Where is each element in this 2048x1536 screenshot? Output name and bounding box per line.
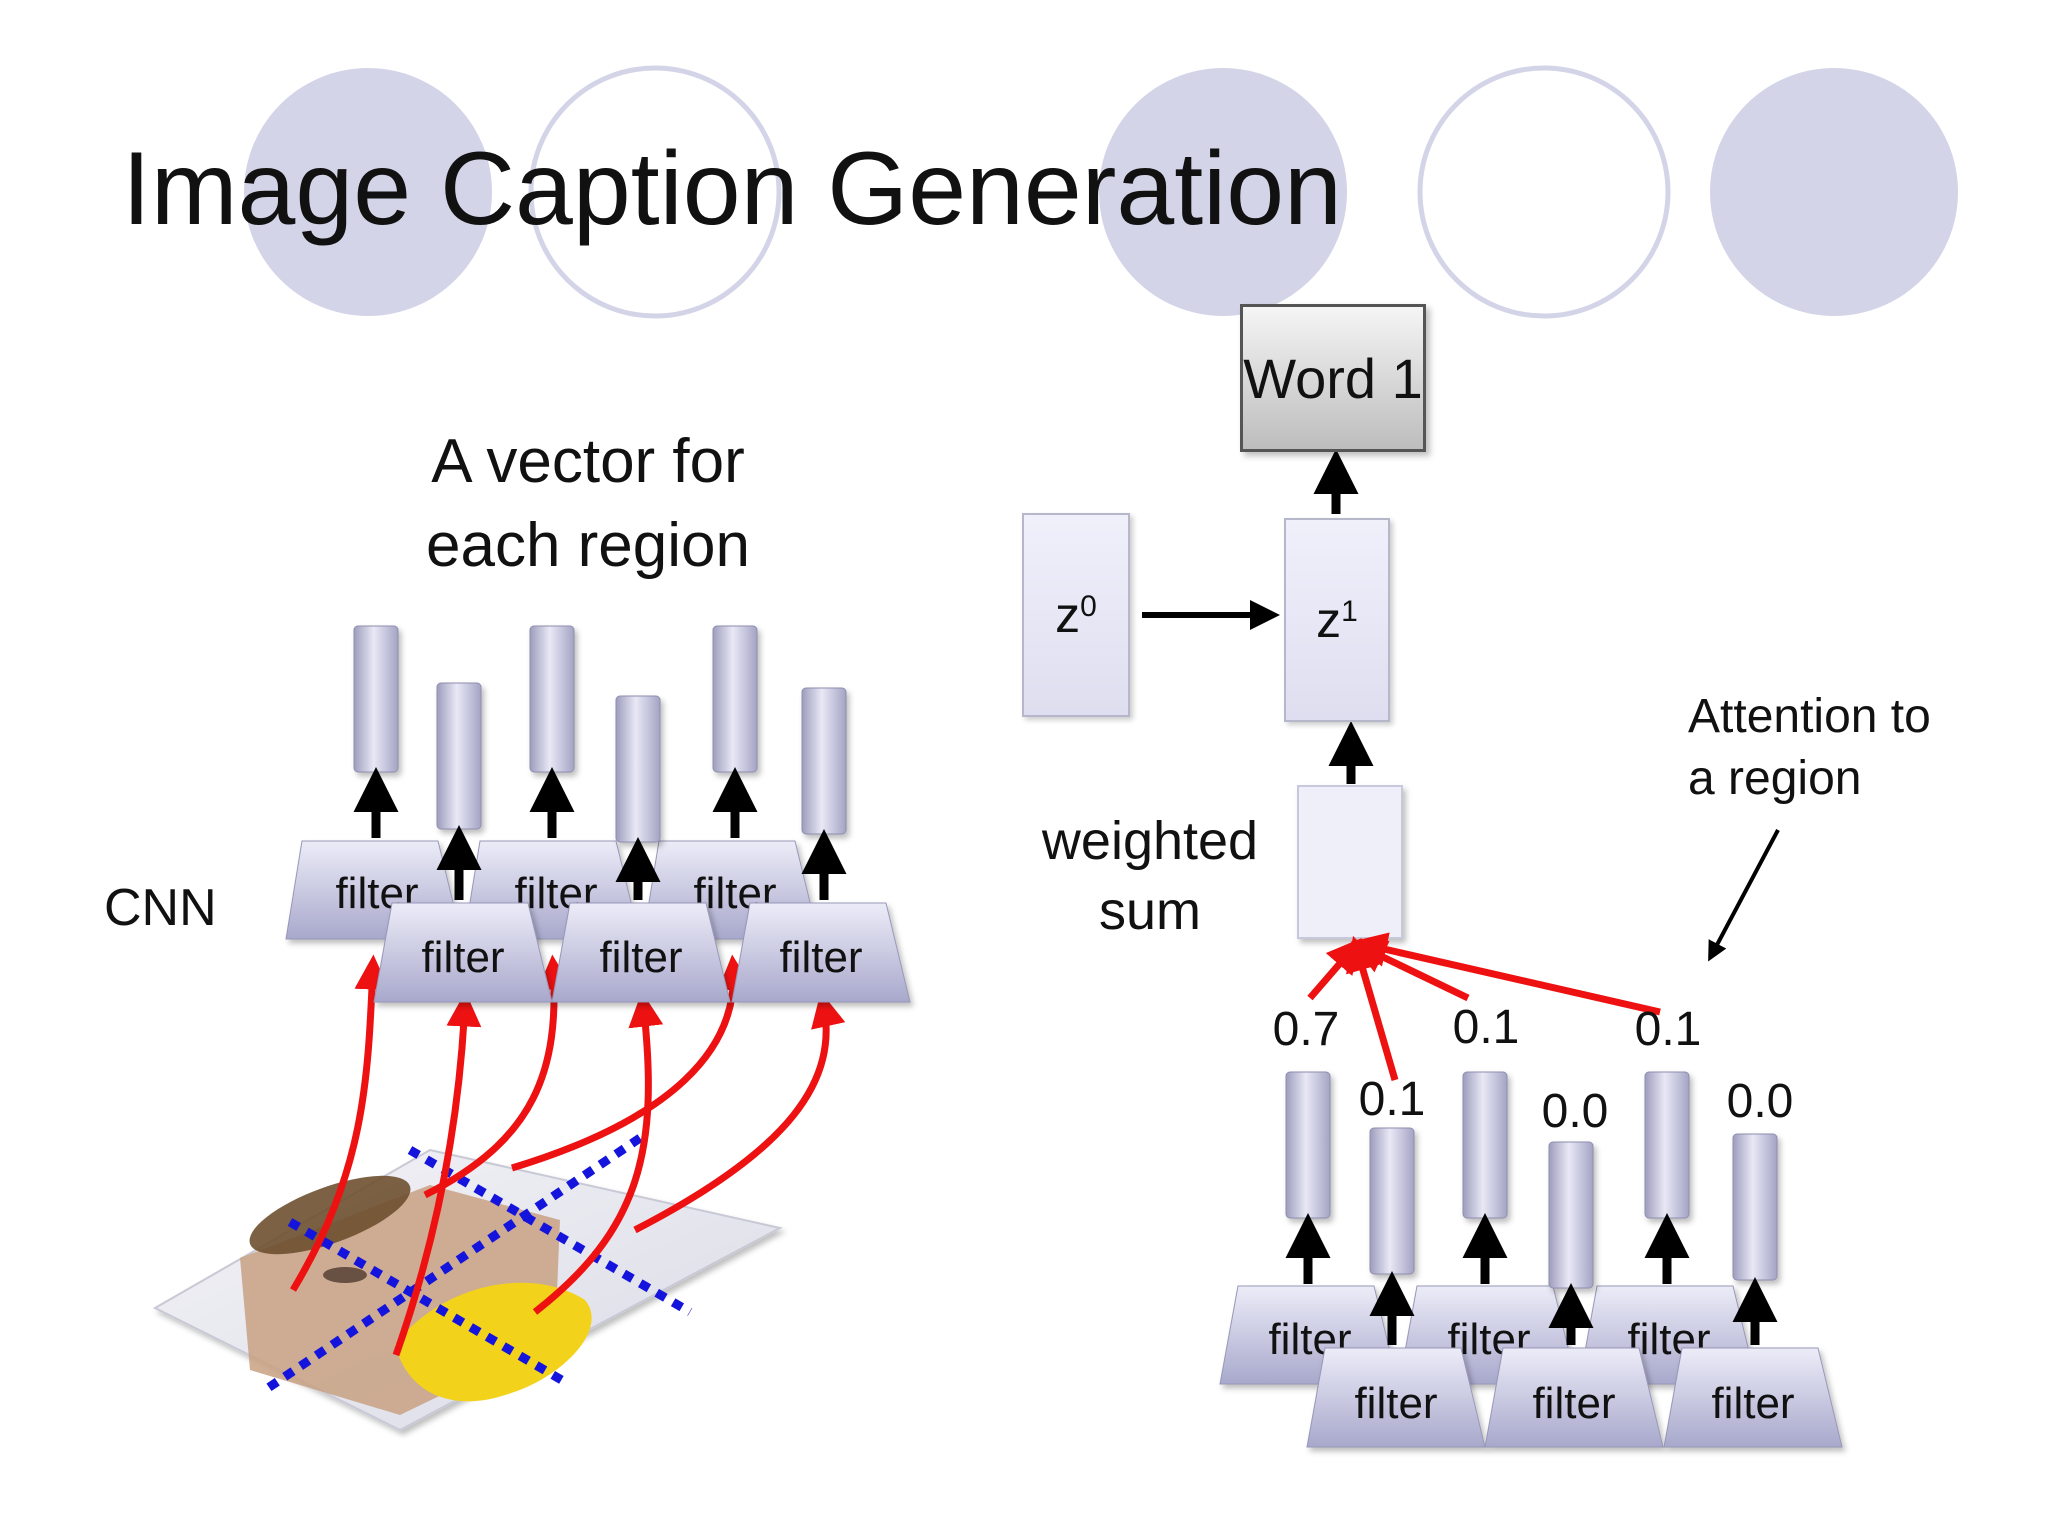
filter-block (731, 902, 911, 1003)
region-vector (1548, 1141, 1594, 1289)
attention-weight-5: 0.1 (1634, 1003, 1702, 1056)
attention-weight-6: 0.0 (1726, 1075, 1794, 1128)
filter-label: filter (1711, 1379, 1794, 1428)
decor-circle-1 (244, 68, 492, 316)
word-1-box: Word 1 (1240, 304, 1426, 452)
region-vector (1285, 1071, 1331, 1219)
right-filter-labels-front: filter filter filter (1354, 1379, 1794, 1428)
attention-weight-2: 0.1 (1358, 1073, 1426, 1126)
left-filter-labels-front: filter filter filter (421, 933, 862, 982)
attention-arrows (1307, 932, 1661, 1081)
weighted-sum-line-2: sum (1098, 881, 1202, 941)
attention-label: Attention to a region (1688, 686, 1931, 810)
attention-weight-1: 0.7 (1272, 1003, 1340, 1056)
region-arrow (392, 991, 482, 1357)
filter-block (551, 902, 731, 1003)
region-vector (615, 695, 661, 843)
right-filters-front (1306, 1347, 1843, 1448)
input-image (152, 1148, 783, 1432)
attention-weight-4: 0.0 (1541, 1085, 1609, 1138)
weighted-sum-label: weighted sum (1042, 806, 1258, 946)
left-filters-front (373, 902, 911, 1003)
attention-pointer-arrow (1708, 829, 1780, 962)
filter-label: filter (1532, 1379, 1615, 1428)
weighted-sum-line-1: weighted (1041, 811, 1259, 871)
decor-circle-5 (1710, 68, 1958, 316)
region-vector (801, 687, 847, 835)
attention-line-2: a region (1688, 752, 1862, 805)
page-title: Image Caption Generation (122, 131, 1342, 247)
filter-label: filter (779, 933, 862, 982)
header-decor-circles (244, 65, 1958, 319)
image-eye (323, 1267, 367, 1283)
region-vector (436, 682, 482, 830)
attention-arrow (1307, 938, 1362, 1001)
attention-arrow (1351, 932, 1661, 1016)
z0-superscript: 0 (1080, 590, 1097, 623)
z0-base: z (1055, 587, 1081, 643)
weighted-sum-box (1297, 785, 1403, 939)
region-vector (529, 625, 575, 773)
attention-weight-3: 0.1 (1452, 1001, 1520, 1054)
region-vector (1369, 1127, 1415, 1275)
region-to-filter-arrows (289, 954, 846, 1357)
filter-block (1484, 1347, 1664, 1448)
z1-base: z (1316, 592, 1342, 648)
decor-circle-3 (1099, 68, 1347, 316)
right-vectors (1285, 1071, 1778, 1289)
vector-caption-line-2: each region (425, 511, 751, 580)
filter-label: filter (599, 933, 682, 982)
cnn-label: CNN (104, 879, 217, 937)
region-vector (1732, 1133, 1778, 1281)
region-vector (1644, 1071, 1690, 1219)
region-arrow (532, 991, 664, 1315)
decor-circle-4 (1417, 65, 1671, 319)
attention-arrow (1346, 935, 1399, 1081)
vector-caption-line-1: A vector for (431, 427, 745, 496)
region-grid-line (287, 1218, 568, 1386)
vector-caption: A vector for each region (426, 420, 750, 588)
region-vector (1462, 1071, 1508, 1219)
right-up-arrows (1285, 1213, 1778, 1345)
filter-block (1663, 1347, 1843, 1448)
region-arrow (289, 954, 390, 1292)
region-grid (262, 1134, 693, 1394)
region-vector (712, 625, 758, 773)
region-arrow (510, 954, 753, 1172)
filter-label: filter (1354, 1379, 1437, 1428)
region-arrow (633, 991, 846, 1234)
region-vector (353, 625, 399, 773)
left-up-arrows (353, 767, 847, 900)
region-arrow (423, 954, 573, 1199)
filter-label: filter (421, 933, 504, 982)
z1-superscript: 1 (1341, 595, 1358, 628)
decor-circle-2 (528, 65, 782, 319)
region-grid-line (407, 1146, 693, 1316)
attention-line-1: Attention to (1688, 690, 1931, 743)
left-vectors (353, 625, 847, 843)
